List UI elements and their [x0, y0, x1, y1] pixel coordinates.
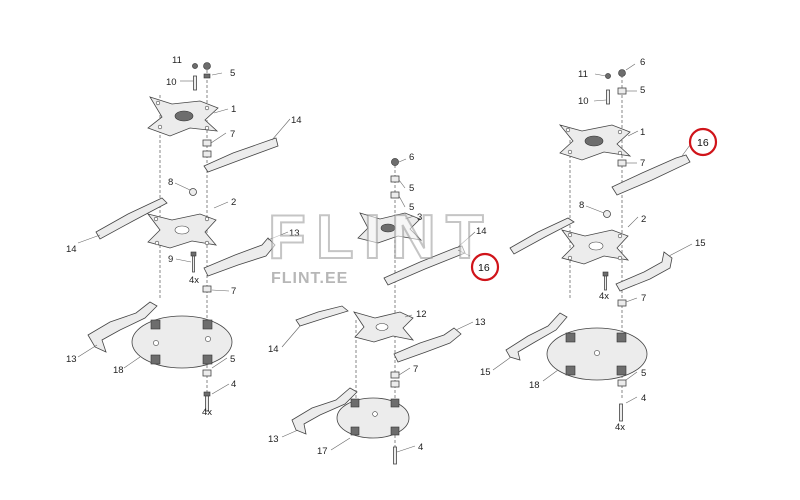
watermark-logo: FLINT — [268, 203, 494, 272]
label-13: 13 — [268, 434, 279, 445]
label-4: 4 — [641, 393, 646, 404]
label-10: 10 — [166, 77, 177, 88]
label-4x: 4x — [615, 422, 625, 433]
label-7: 7 — [231, 286, 236, 297]
label-11: 11 — [172, 55, 182, 66]
label-13: 13 — [289, 228, 300, 239]
label-4x: 4x — [189, 275, 199, 286]
label-8: 8 — [168, 177, 173, 188]
label-2: 2 — [641, 214, 646, 225]
watermark-site: FLINT.EE — [271, 270, 348, 287]
label-2: 2 — [231, 197, 236, 208]
label-17: 17 — [317, 446, 328, 457]
label-15: 15 — [695, 238, 706, 249]
label-5: 5 — [640, 85, 645, 96]
label-14: 14 — [291, 115, 302, 126]
label-5: 5 — [409, 183, 414, 194]
watermark: FLINT FLINT.EE — [267, 202, 494, 287]
label-5: 5 — [230, 68, 235, 79]
label-16-highlighted: 16 — [697, 137, 709, 149]
label-5: 5 — [641, 368, 646, 379]
label-5: 5 — [409, 202, 414, 213]
label-4x: 4x — [599, 291, 609, 302]
label-1: 1 — [231, 104, 236, 115]
label-18: 18 — [529, 380, 540, 391]
highlight-ring-16-right — [688, 127, 718, 157]
label-1: 1 — [640, 127, 645, 138]
label-16-highlighted: 16 — [478, 262, 490, 274]
label-18: 18 — [113, 365, 124, 376]
label-10: 10 — [578, 96, 589, 107]
label-9: 9 — [168, 254, 173, 265]
label-4x: 4x — [202, 407, 212, 418]
label-6: 6 — [409, 152, 414, 163]
label-13: 13 — [66, 354, 77, 365]
label-7: 7 — [230, 129, 235, 140]
label-4: 4 — [418, 442, 423, 453]
label-13: 13 — [475, 317, 486, 328]
label-7: 7 — [641, 293, 646, 304]
label-5: 5 — [230, 354, 235, 365]
right-assembly: 11 6 10 5 1 16 7 8 2 15 4x 7 15 18 5 4 4… — [480, 57, 718, 433]
label-8: 8 — [579, 200, 584, 211]
label-12: 12 — [416, 309, 427, 320]
label-14: 14 — [476, 226, 487, 237]
label-11: 11 — [578, 69, 588, 80]
label-7: 7 — [413, 364, 418, 375]
label-15: 15 — [480, 367, 491, 378]
middle-assembly: 6 5 5 3 14 16 14 12 13 7 13 17 4 — [268, 152, 500, 465]
label-14: 14 — [66, 244, 77, 255]
label-4: 4 — [231, 379, 236, 390]
label-7: 7 — [640, 158, 645, 169]
label-6: 6 — [640, 57, 645, 68]
label-3: 3 — [417, 212, 422, 223]
highlight-ring-16-middle — [470, 252, 500, 282]
label-14: 14 — [268, 344, 279, 355]
left-assembly: 11 10 5 1 14 7 8 2 14 13 9 4x 7 13 18 5 … — [66, 55, 302, 418]
